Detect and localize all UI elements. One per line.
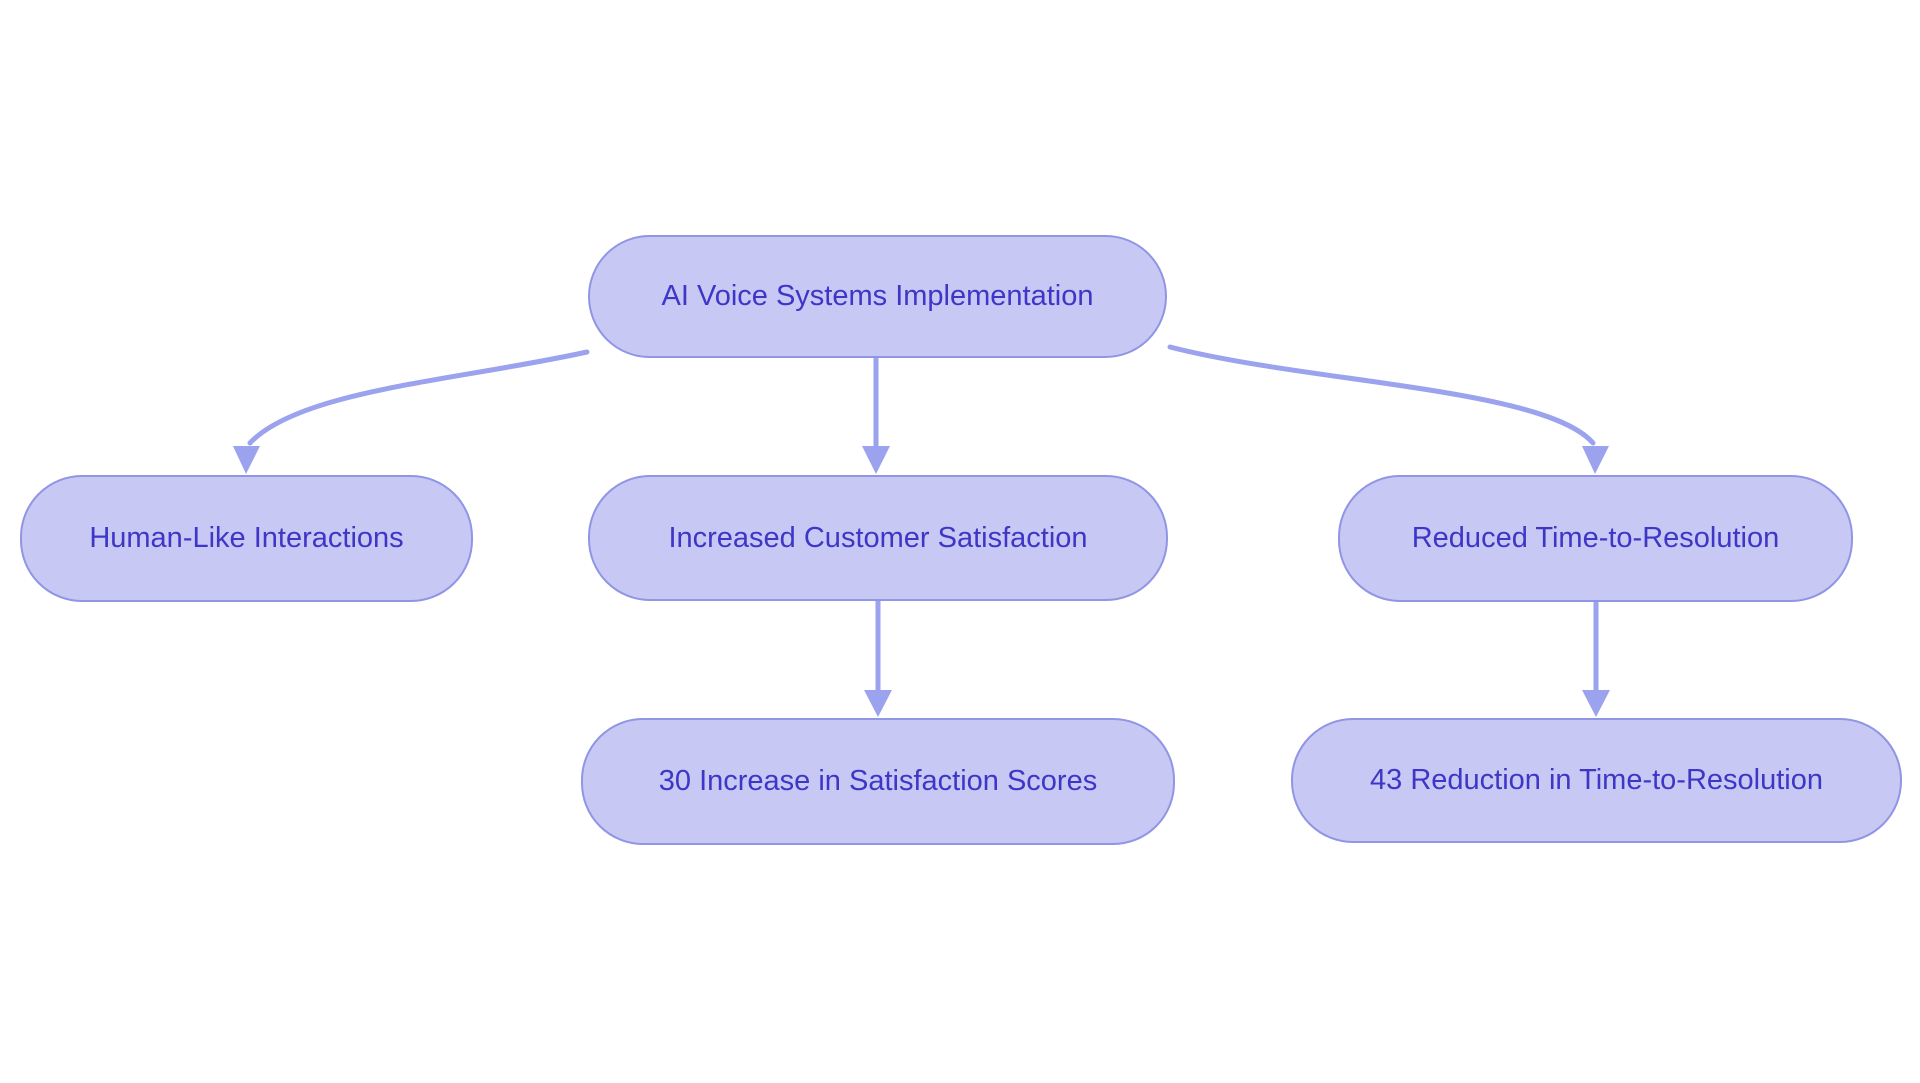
- flowchart-node-satisfaction-scores: 30 Increase in Satisfaction Scores: [581, 718, 1175, 845]
- node-label-reduced-time-to-resolution: Reduced Time-to-Resolution: [1411, 522, 1780, 555]
- flowchart-node-increased-customer-satisfaction: Increased Customer Satisfaction: [588, 475, 1168, 601]
- flowchart-node-human-like-interactions: Human-Like Interactions: [20, 475, 473, 602]
- flowchart-node-resolution-reduction: 43 Reduction in Time-to-Resolution: [1291, 718, 1902, 843]
- flowchart-node-root: AI Voice Systems Implementation: [588, 235, 1167, 358]
- node-label-resolution-reduction: 43 Reduction in Time-to-Resolution: [1370, 764, 1823, 797]
- arrowhead-root-to-satisfaction: [862, 446, 890, 474]
- arrowhead-resolution-to-score: [1582, 690, 1610, 717]
- node-label-root: AI Voice Systems Implementation: [661, 280, 1094, 313]
- node-label-increased-customer-satisfaction: Increased Customer Satisfaction: [668, 521, 1088, 554]
- flowchart-node-reduced-time-to-resolution: Reduced Time-to-Resolution: [1338, 475, 1853, 602]
- arrowhead-root-to-resolution: [1582, 446, 1609, 474]
- arrowhead-satisfaction-to-score: [864, 690, 892, 717]
- node-label-human-like-interactions: Human-Like Interactions: [89, 522, 404, 555]
- arrowhead-root-to-human: [233, 446, 260, 474]
- edge-root-to-resolution: [1167, 344, 1596, 446]
- edge-root-to-human: [247, 349, 590, 446]
- node-label-satisfaction-scores: 30 Increase in Satisfaction Scores: [658, 765, 1098, 798]
